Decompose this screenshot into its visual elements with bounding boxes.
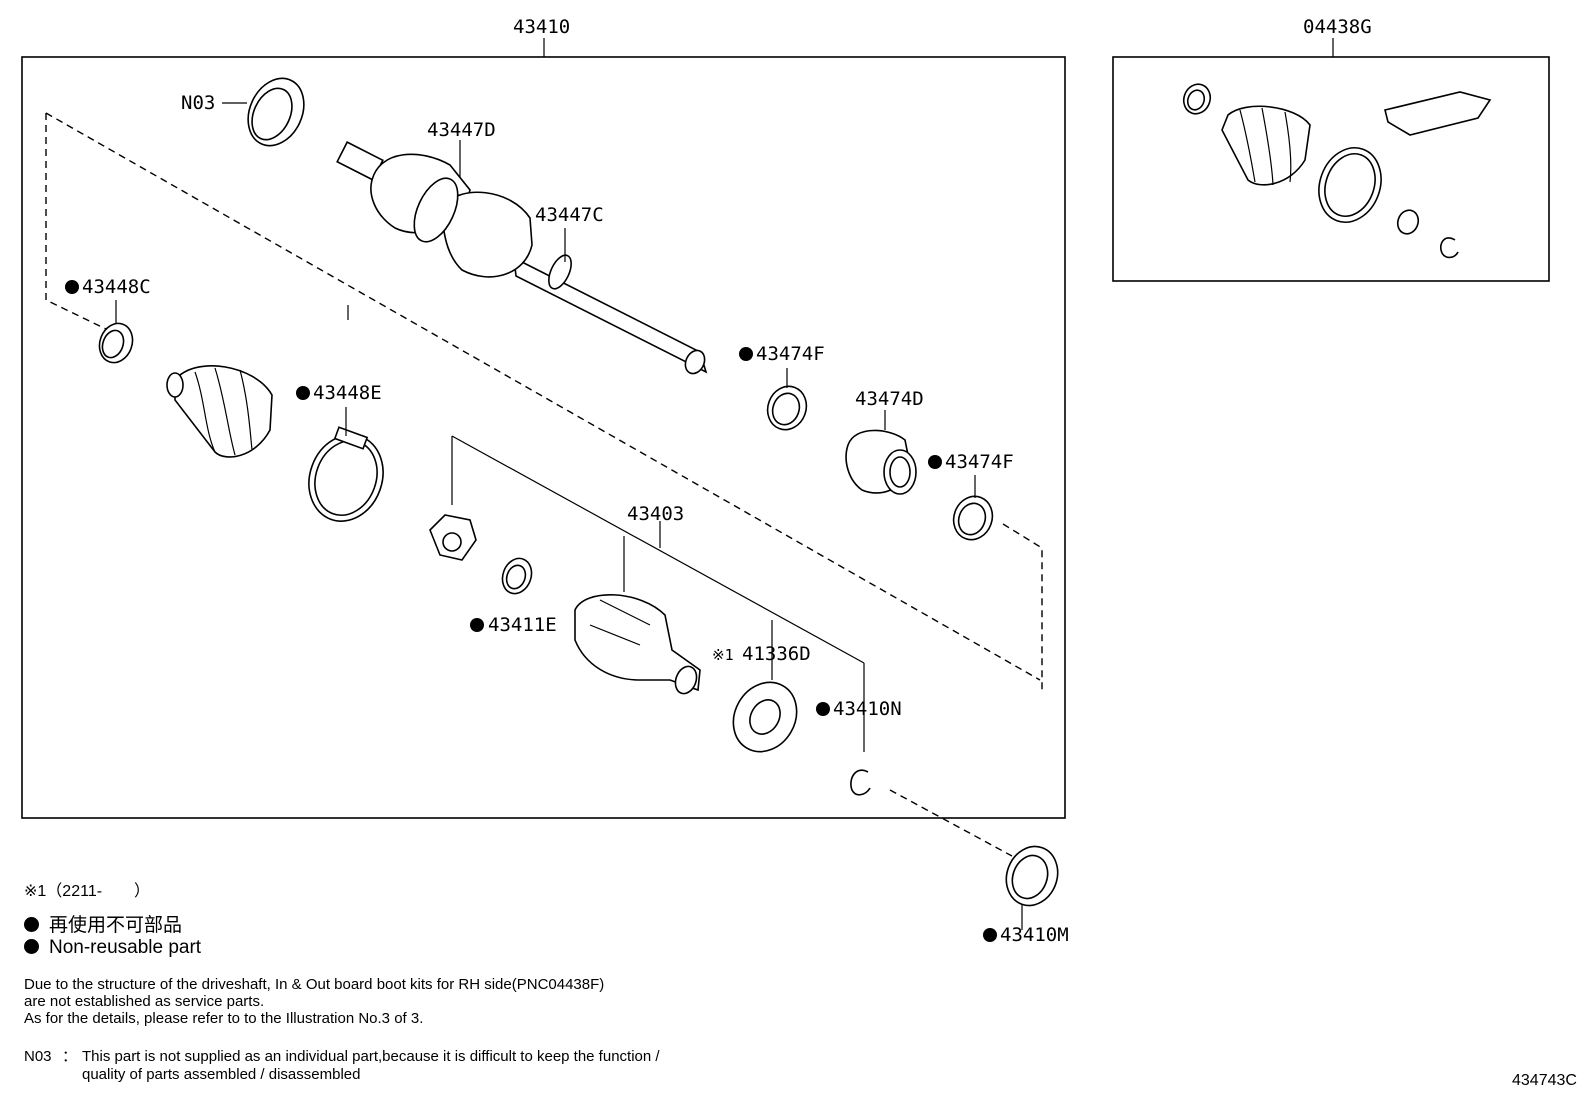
outer-joint-shaft-drawing [336,140,708,375]
snap-ring-43411E-drawing [501,557,533,595]
non-reusable-marker-43410M [983,928,997,942]
label-N03: N03 [181,92,215,114]
footnote-1: ※1（2211- ） [24,883,151,900]
main-assembly-frame [21,56,1066,819]
seal-n03-drawing [222,77,305,147]
illustration-id: 434743C [1512,1072,1577,1089]
label-43448C: 43448C [82,276,151,298]
n03-note-line-2: quality of parts assembled / disassemble… [82,1066,361,1083]
label-43410M: 43410M [1000,924,1069,946]
dashed-guide-right [1002,523,1043,690]
n03-note-line-1: This part is not supplied as an individu… [82,1048,660,1065]
n03-separator: ： [62,1048,78,1065]
label-43410N: 43410N [833,698,902,720]
label-43474F-b: 43474F [945,451,1014,473]
label-43447C: 43447C [535,204,604,226]
inboard-joint-drawing [574,593,701,695]
band-43448E-drawing [308,407,384,522]
non-reusable-marker-43474F-b [928,455,942,469]
label-04438G: 04438G [1303,16,1372,38]
ring-43474F-b-drawing [952,475,994,541]
non-reusable-marker-43474F-a [739,347,753,361]
label-41336D-prefix: ※1 [712,646,734,664]
dashed-guide-upper [45,113,109,331]
legend-jp: 再使用不可部品 [24,910,182,937]
dashed-guide-lower [889,789,1013,857]
outer-boot-drawing [166,365,273,458]
clip-43410N-drawing [850,769,871,796]
label-41336D: 41336D [742,643,811,665]
ring-43474F-a-drawing [766,368,808,431]
structure-note-line-2: are not established as service parts. [24,993,265,1010]
label-43410: 43410 [513,16,570,38]
label-43448E: 43448E [313,382,382,404]
boot-kit-contents-drawing [1182,83,1492,259]
non-reusable-marker-43411E [470,618,484,632]
legend-en: Non-reusable part [24,937,201,959]
label-43474D: 43474D [855,388,924,410]
tripod-joint-drawing [429,514,477,561]
label-43474F-a: 43474F [756,343,825,365]
label-43447D: 43447D [427,119,496,141]
non-reusable-marker-43448E [296,386,310,400]
seal-43410M-drawing [1005,845,1059,930]
boot-kit-frame [1112,56,1550,282]
non-reusable-marker-43448C [65,280,79,294]
legend-jp-text: 再使用不可部品 [49,915,183,936]
non-reusable-dot-icon [24,939,39,954]
label-43403: 43403 [627,503,684,525]
n03-code: N03 [24,1048,52,1065]
clamp-43448C-drawing [98,300,134,364]
damper-43474D-drawing [845,410,917,495]
label-43411E: 43411E [488,614,557,636]
washer-41336D-drawing [732,681,798,753]
non-reusable-dot-icon [24,917,39,932]
structure-note-line-3: As for the details, please refer to to t… [24,1010,424,1027]
structure-note-line-1: Due to the structure of the driveshaft, … [24,976,605,993]
non-reusable-marker-43410N [816,702,830,716]
legend-en-text: Non-reusable part [49,937,202,958]
